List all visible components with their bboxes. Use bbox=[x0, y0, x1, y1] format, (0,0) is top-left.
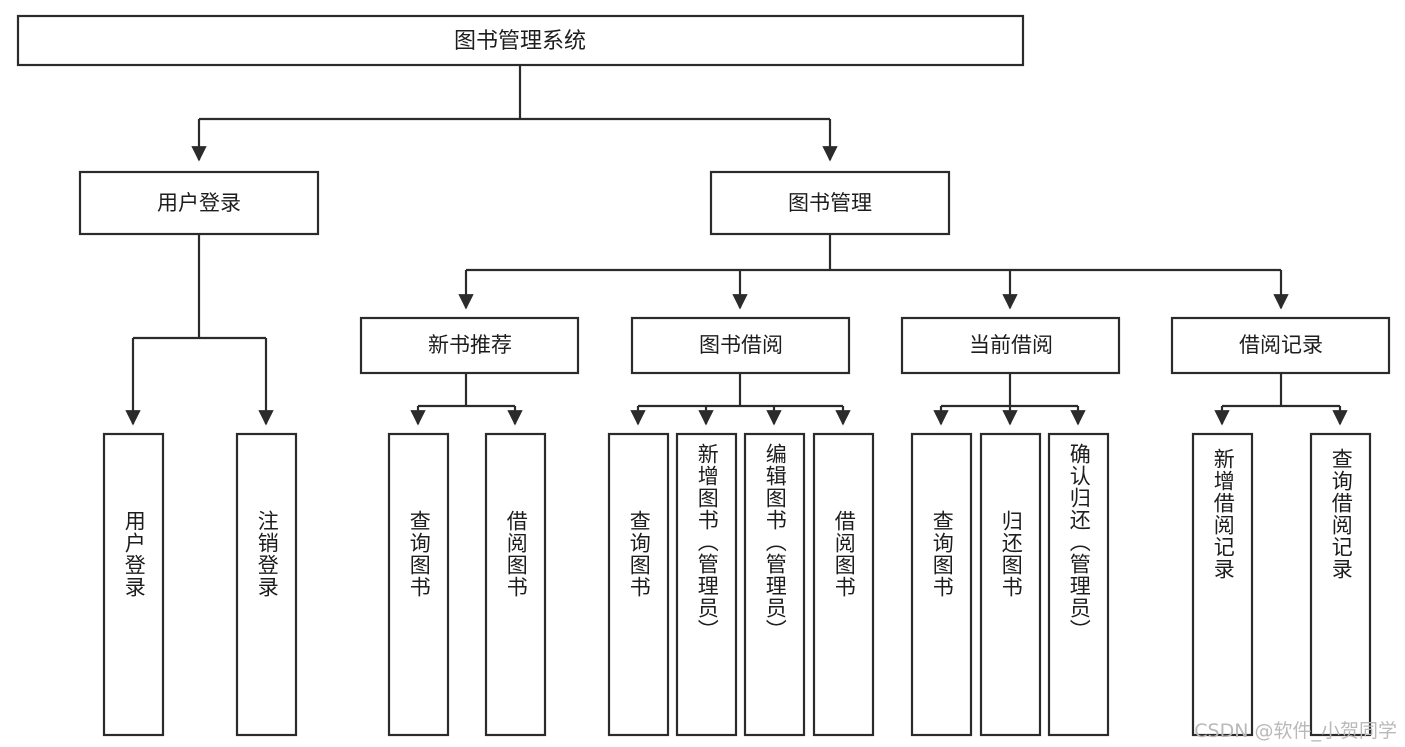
node-book-management-box[interactable] bbox=[709, 170, 951, 236]
node-new-book-recommend-box[interactable] bbox=[359, 316, 580, 375]
node-book-management-label: 图书管理 bbox=[788, 191, 872, 215]
node-current-borrow-label: 当前借阅 bbox=[969, 333, 1053, 357]
node-borrow-record-label: 借阅记录 bbox=[1239, 333, 1323, 357]
node-current-borrow-box[interactable] bbox=[900, 316, 1121, 375]
node-user-login-box[interactable] bbox=[78, 170, 320, 236]
node-book-borrow-box[interactable] bbox=[630, 316, 851, 375]
node-root-box[interactable] bbox=[16, 14, 1025, 67]
leaf-box-book-borrow-1[interactable] bbox=[675, 432, 738, 737]
leaf-box-borrow-record-0[interactable] bbox=[1191, 432, 1254, 737]
leaf-box-new-book-1[interactable] bbox=[484, 432, 547, 737]
leaf-box-borrow-record-1[interactable] bbox=[1309, 432, 1372, 737]
connector-group-new-book bbox=[410, 373, 523, 426]
connector-group-current-borrow bbox=[933, 373, 1086, 426]
connector-group-user-login bbox=[125, 234, 274, 426]
leaf-box-book-borrow-0[interactable] bbox=[607, 432, 670, 737]
connector-group-borrow-record bbox=[1214, 373, 1348, 426]
node-new-book-recommend-label: 新书推荐 bbox=[428, 333, 512, 357]
node-user-login-label: 用户登录 bbox=[157, 191, 241, 215]
connector-group-book-mgmt bbox=[458, 234, 1289, 310]
leaf-box-user-login-0[interactable] bbox=[102, 432, 165, 737]
connector-group-root bbox=[191, 65, 838, 162]
leaf-box-book-borrow-2[interactable] bbox=[743, 432, 806, 737]
leaf-box-user-login-1[interactable] bbox=[235, 432, 298, 737]
node-book-borrow-label: 图书借阅 bbox=[699, 333, 783, 357]
node-new-book-recommend[interactable]: 新书推荐 bbox=[359, 316, 580, 375]
leaf-box-current-borrow-2[interactable] bbox=[1047, 432, 1110, 737]
leaf-box-new-book-0[interactable] bbox=[387, 432, 450, 737]
node-root-label: 图书管理系统 bbox=[454, 29, 586, 54]
node-book-borrow[interactable]: 图书借阅 bbox=[630, 316, 851, 375]
node-current-borrow[interactable]: 当前借阅 bbox=[900, 316, 1121, 375]
node-borrow-record[interactable]: 借阅记录 bbox=[1170, 316, 1391, 375]
connector-group-book-borrow bbox=[630, 373, 851, 426]
node-book-management[interactable]: 图书管理 bbox=[709, 170, 951, 236]
leaf-box-current-borrow-1[interactable] bbox=[979, 432, 1042, 737]
node-user-login[interactable]: 用户登录 bbox=[78, 170, 320, 236]
leaf-box-current-borrow-0[interactable] bbox=[910, 432, 973, 737]
node-borrow-record-box[interactable] bbox=[1170, 316, 1391, 375]
node-root[interactable]: 图书管理系统 bbox=[16, 14, 1025, 67]
leaf-box-book-borrow-3[interactable] bbox=[812, 432, 875, 737]
